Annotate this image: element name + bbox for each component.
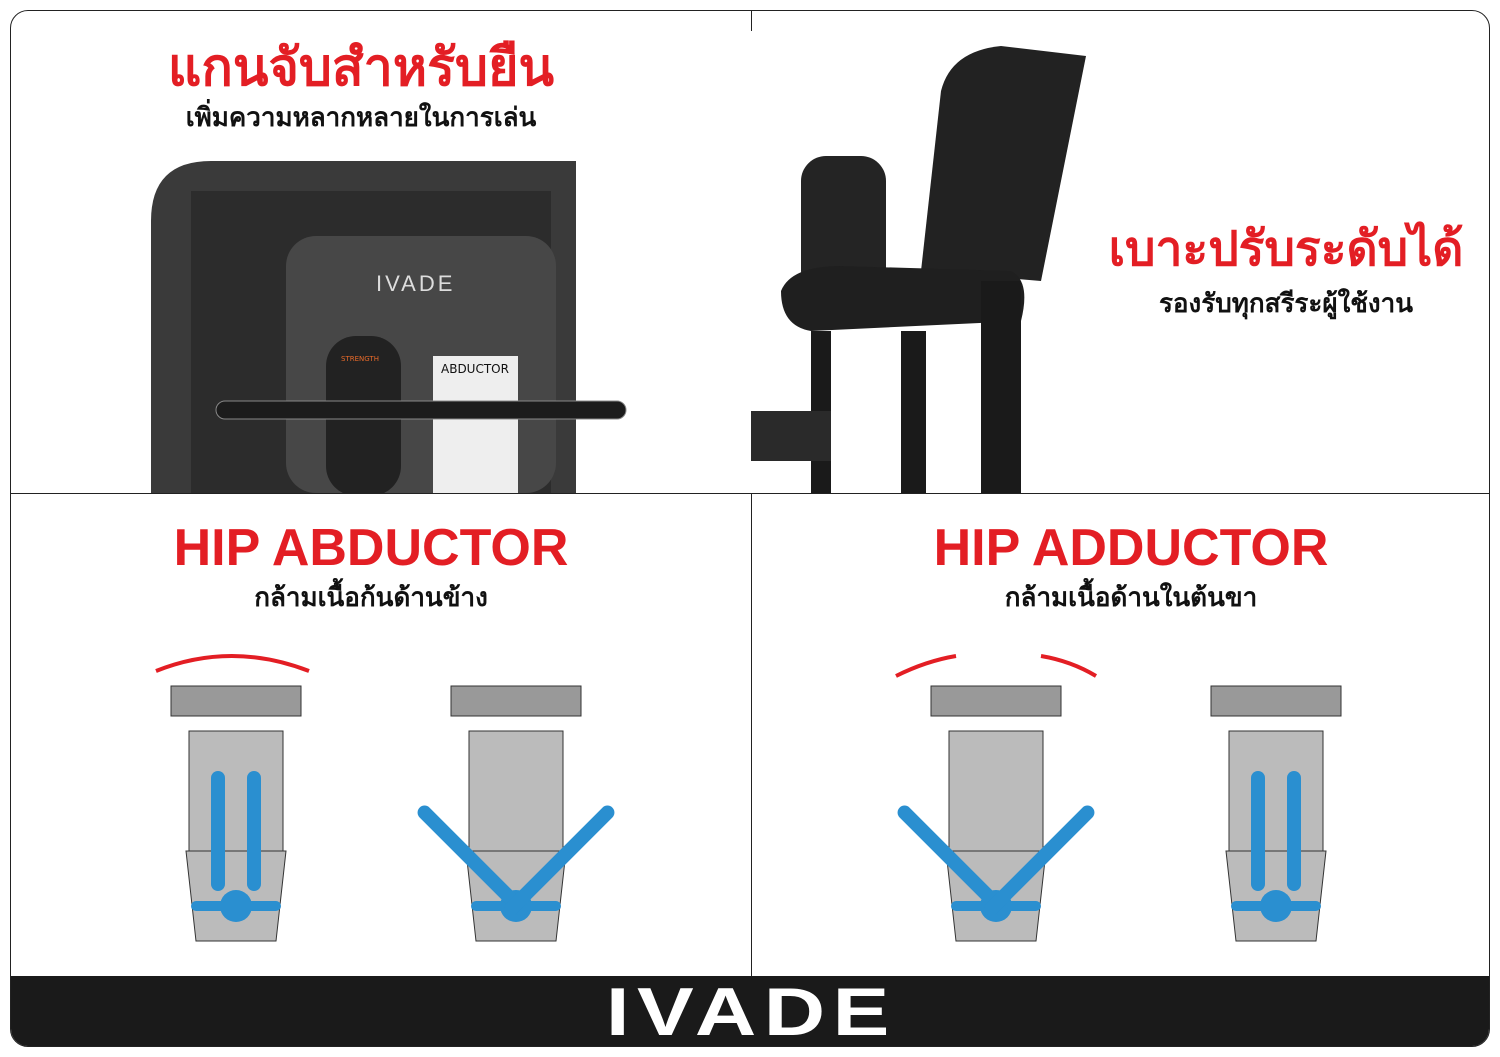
abductor-subtitle: กล้ามเนื้อก้นด้านข้าง bbox=[254, 582, 488, 612]
machine-seat-image bbox=[751, 31, 1091, 493]
abductor-title: HIP ABDUCTOR bbox=[173, 519, 569, 577]
adductor-subtitle: กล้ามเนื้อด้านในต้นขา bbox=[1004, 582, 1258, 612]
abductor-diagrams bbox=[155, 654, 615, 942]
divider-horizontal bbox=[11, 493, 1489, 494]
machine-top-view-closed bbox=[1210, 685, 1342, 942]
seat-subtitle: รองรับทุกสรีระผู้ใช้งาน bbox=[1158, 288, 1414, 318]
seat-title: เบาะปรับระดับได้ bbox=[1108, 223, 1464, 276]
handle-title: แกนจับสำหรับยืน bbox=[167, 39, 555, 97]
infographic-frame: แกนจับสำหรับยืน เพิ่มความหลากหลายในการเล… bbox=[10, 10, 1490, 1047]
arrow-inward-left-icon bbox=[895, 654, 957, 678]
adductor-diagrams bbox=[895, 654, 1342, 942]
arrow-outward-icon bbox=[155, 654, 310, 673]
machine-brand-label: IVADE bbox=[376, 271, 455, 296]
handle-subtitle: เพิ่มความหลากหลายในการเล่น bbox=[185, 102, 537, 132]
exercise-placard: ABDUCTOR bbox=[441, 362, 509, 376]
machine-top-view-closed bbox=[170, 685, 302, 942]
machine-handle-image: IVADE STRENGTH ABDUCTOR bbox=[151, 161, 627, 493]
machine-top-view-open bbox=[897, 685, 1095, 942]
footer-band: IVADE bbox=[11, 974, 1489, 1047]
brand-logo: IVADE bbox=[605, 974, 897, 1047]
machine-top-view-open bbox=[417, 685, 615, 942]
arrow-inward-right-icon bbox=[1040, 654, 1098, 678]
strength-badge: STRENGTH bbox=[341, 355, 379, 363]
adductor-title: HIP ADDUCTOR bbox=[933, 519, 1329, 577]
